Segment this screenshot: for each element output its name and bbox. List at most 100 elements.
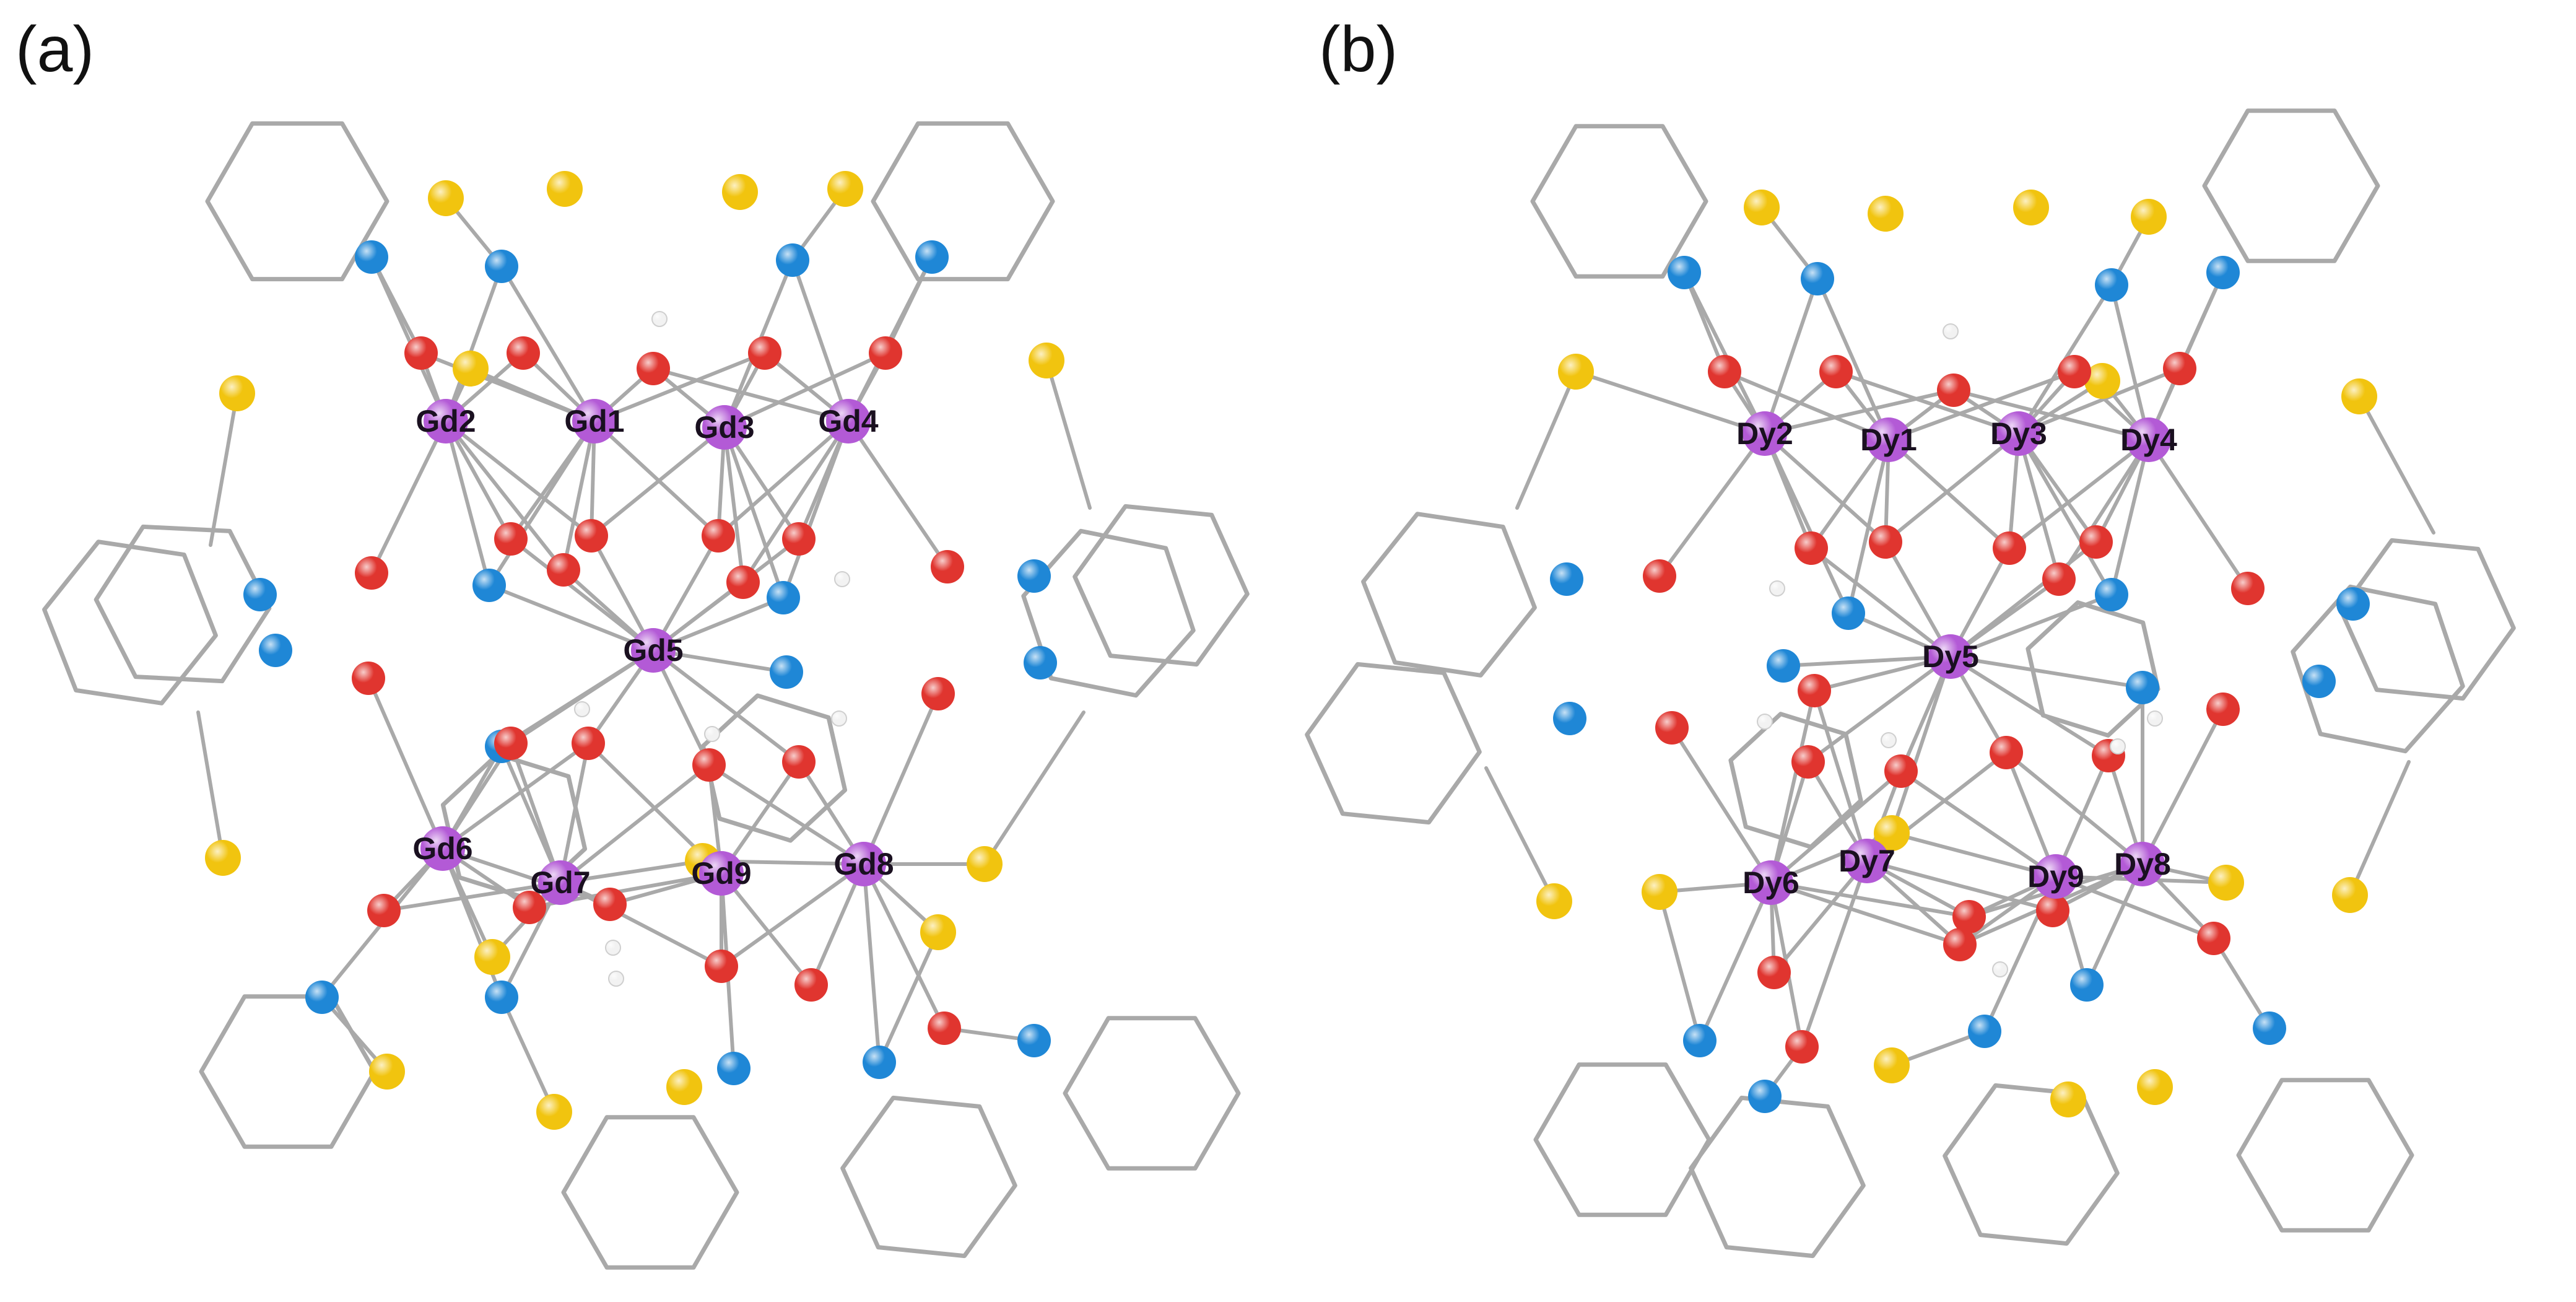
ligand-ring xyxy=(1063,1016,1241,1171)
bond xyxy=(559,859,705,885)
nitrogen-atom xyxy=(2206,256,2240,289)
sulfur-atom xyxy=(666,1069,702,1105)
bond xyxy=(723,426,745,584)
oxygen-atom xyxy=(367,894,401,927)
nitrogen-atom xyxy=(1024,646,1057,679)
bond xyxy=(2110,283,2151,442)
oxygen-atom xyxy=(494,522,528,556)
bond xyxy=(509,741,562,885)
bond xyxy=(2054,875,2216,940)
bond xyxy=(651,596,785,652)
sulfur-atom xyxy=(453,351,489,387)
ligand-ring xyxy=(1361,512,1537,678)
metal-atom xyxy=(702,405,747,450)
bond xyxy=(1834,370,2021,435)
sulfur-atom xyxy=(2137,1069,2173,1105)
nitrogen-atom xyxy=(485,250,518,283)
hydrogen-atom xyxy=(574,701,590,717)
bond xyxy=(2357,395,2435,535)
bond xyxy=(723,426,801,541)
metal-atom xyxy=(1749,860,1793,905)
oxygen-atom xyxy=(2206,693,2240,726)
metal-label: Gd7 xyxy=(530,865,590,900)
ligand-ring xyxy=(840,1095,1017,1259)
oxygen-atom xyxy=(507,336,540,370)
bond xyxy=(1658,890,1702,1042)
bond xyxy=(1484,766,1556,903)
bond xyxy=(1949,593,2113,658)
oxygen-atom xyxy=(1819,355,1853,388)
bond xyxy=(651,649,801,764)
metal-label: Gd3 xyxy=(694,410,754,445)
nitrogen-atom xyxy=(776,243,809,277)
nitrogen-atom xyxy=(2253,1011,2286,1045)
bond xyxy=(1782,655,1952,668)
bond xyxy=(2147,438,2250,590)
nitrogen-atom xyxy=(1017,559,1051,593)
oxygen-atom xyxy=(1952,900,1986,933)
sulfur-atom xyxy=(2013,190,2049,225)
oxygen-atom xyxy=(593,888,627,921)
ligand-ring xyxy=(2026,600,2160,738)
ligand-ring xyxy=(2339,538,2516,701)
bond xyxy=(500,264,596,423)
oxygen-atom xyxy=(1869,525,1902,559)
bond xyxy=(1800,859,1869,1049)
sulfur-atom xyxy=(474,939,510,975)
oxygen-atom xyxy=(705,950,738,983)
bond xyxy=(1952,388,2151,442)
nitrogen-atom xyxy=(305,981,339,1014)
nitrogen-atom xyxy=(2302,665,2336,698)
oxygen-atom xyxy=(726,566,760,599)
oxygen-atom xyxy=(2163,352,2196,385)
bond xyxy=(651,649,788,674)
sulfur-atom xyxy=(547,171,583,207)
sulfur-atom xyxy=(1558,354,1594,390)
nitrogen-atom xyxy=(2095,578,2128,611)
bond xyxy=(2348,760,2411,897)
panel-label-b: (b) xyxy=(1319,14,1398,85)
bond xyxy=(441,741,590,850)
oxygen-atom xyxy=(637,352,670,385)
bond xyxy=(1723,370,1891,442)
bond xyxy=(1763,277,1819,435)
hydrogen-atom xyxy=(605,940,621,956)
bond xyxy=(651,367,850,423)
metal-label: Dy2 xyxy=(1736,416,1793,451)
bond xyxy=(1884,432,2021,544)
ligand-ring xyxy=(871,121,1055,282)
ligand-ring xyxy=(1305,662,1482,825)
metal-label: Gd1 xyxy=(564,404,624,439)
oxygen-atom xyxy=(702,519,735,553)
ligand-ring xyxy=(1073,504,1250,667)
bond xyxy=(884,255,934,355)
bond xyxy=(2008,438,2151,550)
metal-atom xyxy=(1996,411,2041,456)
oxygen-atom xyxy=(1643,559,1676,593)
bond xyxy=(593,351,767,423)
oxygen-atom xyxy=(1884,754,1918,788)
bond xyxy=(1816,277,1891,442)
metal-label: Gd8 xyxy=(833,847,894,881)
oxygen-atom xyxy=(404,336,438,370)
nitrogen-atom xyxy=(1683,1024,1717,1057)
bond xyxy=(1772,859,1869,974)
ligand-rings xyxy=(42,121,1250,1270)
ligand-ring xyxy=(94,524,272,684)
ligand-ring xyxy=(561,1115,739,1270)
metal-atom xyxy=(424,399,468,443)
nitrogen-atom xyxy=(355,240,388,274)
bond xyxy=(1812,689,1869,863)
bond xyxy=(720,760,801,875)
bond xyxy=(1769,769,1903,885)
nitrogen-atom xyxy=(915,240,949,274)
oxygen-atom xyxy=(355,556,388,590)
nitrogen-atom xyxy=(2095,268,2128,302)
nitrogen-atom xyxy=(1801,262,1834,295)
sulfur-atom xyxy=(2131,199,2167,235)
bond xyxy=(1763,432,1887,544)
metal-label: Dy9 xyxy=(2027,859,2084,894)
